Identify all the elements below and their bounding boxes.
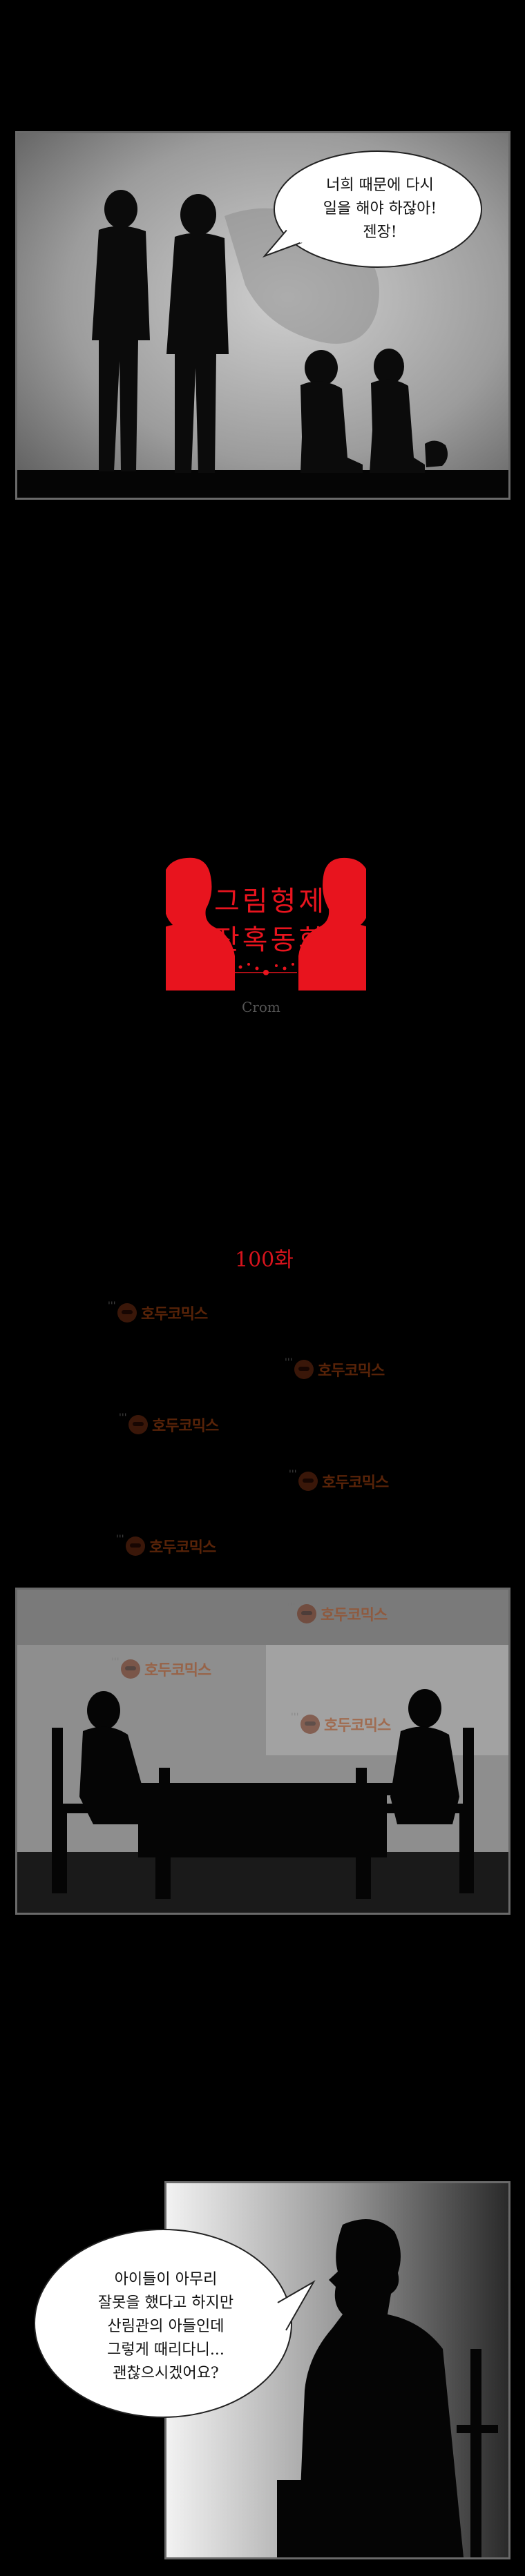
watermark: '''호두코믹스 bbox=[287, 1601, 388, 1624]
speech-bubble-parent: 너희 때문에 다시 일을 해야 하잖아! 젠장! bbox=[260, 146, 486, 277]
panel-parents-scolding: 너희 때문에 다시 일을 해야 하잖아! 젠장! bbox=[15, 131, 510, 500]
watermark-face-icon bbox=[126, 1536, 145, 1556]
comic-title-logo: 그림형제 잔혹동화 Crom bbox=[166, 846, 366, 1015]
man-silhouette-profile bbox=[277, 2219, 498, 2557]
panel-scene-art bbox=[17, 1590, 508, 1913]
watermark: '''호두코믹스 bbox=[116, 1534, 216, 1557]
bubble-line: 산림관의 아들인데 bbox=[107, 2317, 225, 2335]
watermark-face-icon bbox=[300, 1715, 320, 1734]
man-silhouette-right bbox=[166, 194, 229, 473]
watermark: '''호두코믹스 bbox=[108, 1300, 208, 1323]
watermark-face-icon bbox=[128, 1415, 148, 1434]
title-author: Crom bbox=[242, 999, 280, 1015]
watermark: '''호두코믹스 bbox=[289, 1469, 389, 1492]
bubble-line: 괜찮으시겠어요? bbox=[113, 2365, 219, 2383]
bubble-line: 그렇게 때리다니... bbox=[107, 2341, 225, 2359]
speech-bubble-question: 아이들이 아무리 잘못을 했다고 하지만 산림관의 아들인데 그렇게 때리다니.… bbox=[29, 2220, 316, 2434]
watermark-face-icon bbox=[117, 1303, 137, 1323]
watermark: '''호두코믹스 bbox=[119, 1412, 219, 1435]
watermark-face-icon bbox=[294, 1360, 314, 1379]
episode-number: 100화 bbox=[235, 1248, 294, 1272]
watermark: '''호두코믹스 bbox=[285, 1357, 385, 1380]
watermark-face-icon bbox=[297, 1604, 316, 1623]
title-line-1: 그림형제 bbox=[214, 886, 327, 917]
bubble-line: 젠장! bbox=[363, 224, 397, 242]
bubble-line: 아이들이 아무리 bbox=[114, 2270, 218, 2288]
watermark-face-icon bbox=[298, 1472, 318, 1491]
man-silhouette-left bbox=[92, 190, 150, 471]
title-silhouettes bbox=[166, 857, 366, 991]
bubble-line: 너희 때문에 다시 bbox=[326, 176, 434, 194]
watermark: '''호두코믹스 bbox=[291, 1712, 391, 1735]
watermark: '''호두코믹스 bbox=[111, 1657, 211, 1679]
panel-dinner-table: '''호두코믹스 '''호두코믹스 '''호두코믹스 bbox=[15, 1588, 510, 1915]
watermark-face-icon bbox=[121, 1659, 140, 1679]
title-line-2: 잔혹동화 bbox=[214, 924, 327, 956]
children-silhouettes bbox=[300, 349, 448, 473]
bubble-line: 잘못을 했다고 하지만 bbox=[97, 2294, 234, 2312]
bubble-line: 일을 해야 하잖아! bbox=[323, 199, 437, 217]
